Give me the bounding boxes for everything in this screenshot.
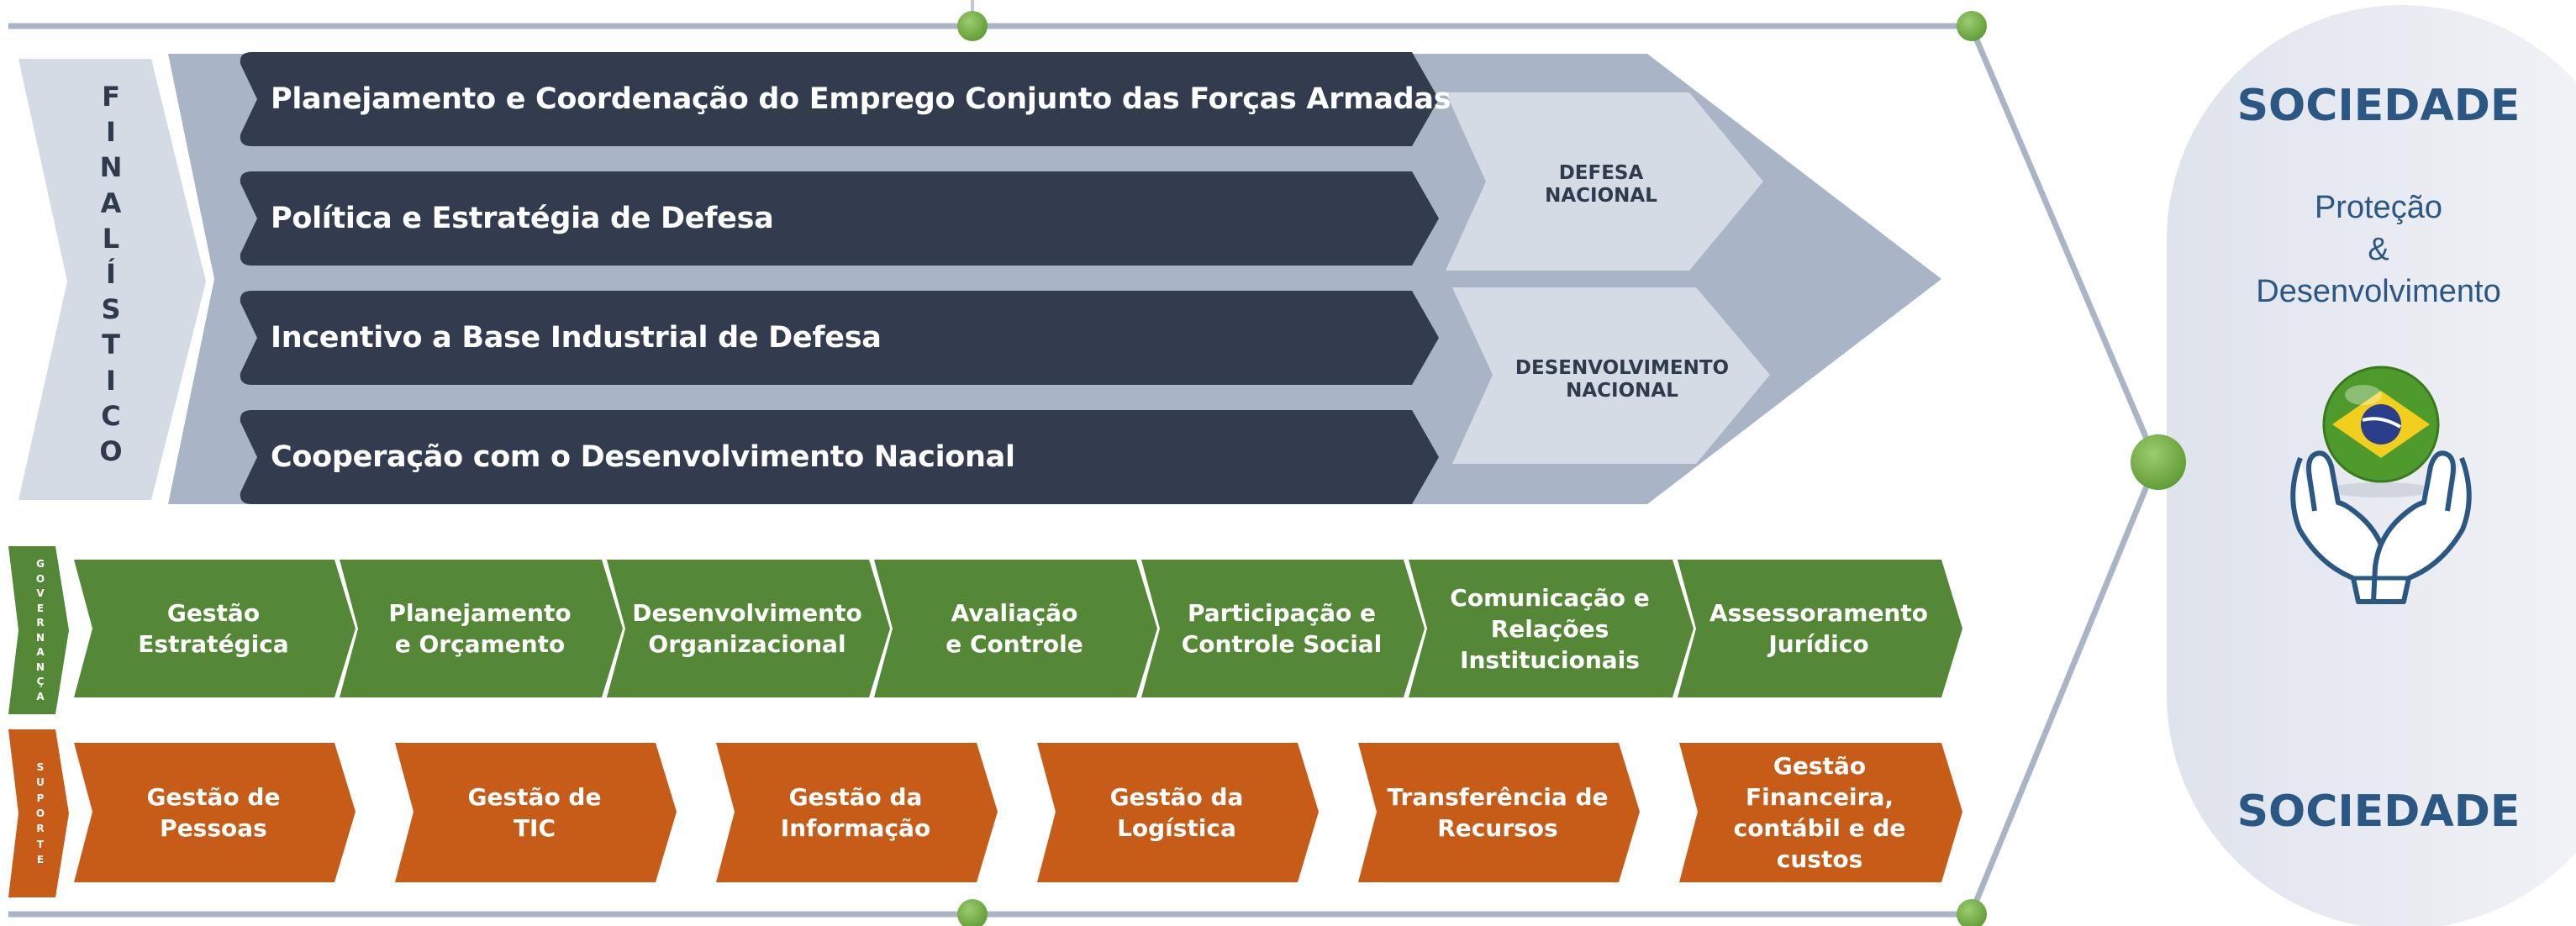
governanca-letter: Ç — [36, 676, 45, 688]
governanca-label: G O V E R N A N Ç A — [24, 558, 57, 702]
sociedade-title-top: SOCIEDADE — [2236, 81, 2521, 131]
program-bar — [240, 52, 1439, 146]
finalistico-label: F I N A L Í S T I C O — [91, 81, 131, 467]
governanca-chevron — [874, 560, 1157, 697]
governanca-item: Participação e Controle Social — [1181, 599, 1383, 658]
governanca-letter: R — [36, 617, 45, 629]
suporte-item: Gestão da Informação — [780, 783, 931, 842]
finalistico-letter: I — [106, 364, 116, 397]
connector-dot — [957, 899, 988, 926]
suporte-chevron — [1037, 743, 1319, 882]
governanca-item: Gestão Estratégica — [138, 599, 289, 658]
finalistico-letter: N — [99, 151, 123, 184]
outcome-label-desenvolvimento: DESENVOLVIMENTO NACIONAL — [1515, 357, 1730, 402]
governanca-letter: G — [36, 558, 45, 570]
governanca-letter: V — [36, 587, 45, 600]
sociedade-subtitle-line: & — [2368, 232, 2389, 267]
outcome-chevron-desenvolvimento — [1452, 287, 1770, 464]
sociedade-title-bottom: SOCIEDADE — [2236, 787, 2521, 837]
suporte-letter: S — [36, 761, 45, 773]
finalistico-letter: F — [102, 81, 120, 113]
governanca-letter: N — [35, 631, 45, 644]
governanca-letter: N — [35, 660, 45, 673]
suporte-letter: E — [36, 853, 45, 865]
governanca-letter: E — [36, 602, 45, 614]
connector-dot — [2131, 434, 2186, 490]
governanca-chevron — [1141, 560, 1425, 697]
governanca-chevron — [607, 560, 890, 697]
governanca-item: Comunicação e Relações Institucionais — [1450, 583, 1650, 674]
finalistico-letter: S — [101, 293, 121, 326]
finalistico-letter: T — [102, 329, 120, 361]
suporte-chevron — [1679, 743, 1962, 882]
suporte-item: Gestão da Logística — [1109, 783, 1244, 842]
governanca-item: Desenvolvimento Organizacional — [632, 599, 862, 658]
suporte-item: Transferência de Recursos — [1387, 783, 1609, 842]
frame-lines — [8, 23, 2159, 918]
suporte-tab — [8, 729, 69, 897]
finalistico-chevron — [18, 59, 206, 500]
governanca-chevron — [340, 560, 623, 697]
governanca-chevron — [1409, 560, 1694, 697]
finalistico-letter: C — [101, 399, 121, 432]
program-label: Política e Estratégia de Defesa — [271, 202, 774, 235]
governanca-chevron — [74, 560, 356, 697]
suporte-chevron — [74, 743, 356, 882]
connector-dot — [957, 11, 988, 41]
finalistico-letter: L — [102, 222, 120, 255]
finalistico-letter: Í — [106, 257, 116, 290]
governanca-item: Planejamento e Orçamento — [388, 599, 572, 658]
outcome-chevron-defesa — [1446, 92, 1763, 271]
governanca-letter: A — [36, 646, 45, 659]
governanca-item: Assessoramento Jurídico — [1709, 599, 1928, 658]
finalistico-letter: I — [106, 116, 116, 149]
suporte-chevron — [1358, 743, 1640, 882]
connector-dot — [1957, 11, 1987, 41]
finalistico-letter: O — [99, 434, 123, 467]
governanca-chevron — [1678, 560, 1962, 697]
suporte-letter: P — [36, 792, 45, 804]
governanca-letter: O — [35, 572, 45, 585]
suporte-label: S U P O R T E — [24, 761, 57, 865]
suporte-letter: O — [35, 807, 45, 819]
governanca-letter: A — [36, 690, 45, 702]
program-label: Planejamento e Coordenação do Emprego Co… — [271, 82, 1451, 116]
suporte-item: Gestão Financeira, contábil e de custos — [1733, 752, 1906, 873]
finalistico-letter: A — [100, 187, 122, 219]
governanca-tab — [8, 546, 69, 714]
program-label: Cooperação com o Desenvolvimento Naciona… — [271, 440, 1015, 474]
suporte-chevron — [716, 743, 998, 882]
suporte-item: Gestão de Pessoas — [146, 783, 281, 842]
suporte-letter: T — [36, 838, 45, 850]
outcome-label-defesa: DEFESA NACIONAL — [1545, 162, 1657, 207]
suporte-item: Gestão de TIC — [467, 783, 602, 842]
suporte-letter: U — [36, 776, 45, 789]
connector-dot — [1957, 899, 1987, 926]
hands-holding-brazil-flag-icon — [2290, 366, 2472, 604]
program-bar — [240, 171, 1439, 266]
suporte-letter: R — [36, 823, 45, 835]
program-bar — [240, 291, 1439, 385]
program-label: Incentivo a Base Industrial de Defesa — [271, 321, 882, 355]
program-bar — [240, 410, 1439, 504]
suporte-chevron — [395, 743, 677, 882]
sociedade-subtitle-line: Desenvolvimento — [2256, 274, 2501, 309]
governanca-item: Avaliação e Controle — [946, 599, 1083, 658]
sociedade-subtitle-line: Proteção — [2314, 190, 2443, 225]
